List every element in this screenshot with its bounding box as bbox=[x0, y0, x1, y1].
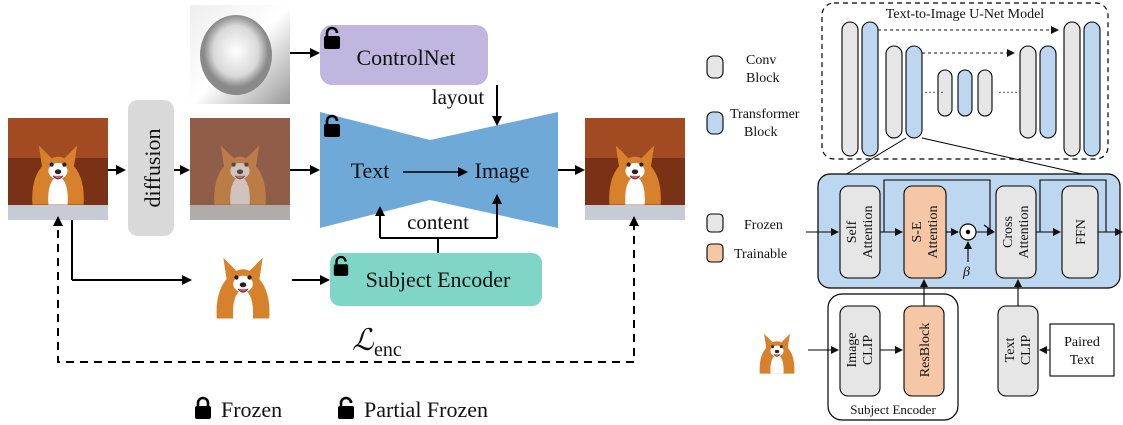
svg-text:CLIP: CLIP bbox=[1019, 335, 1034, 366]
output-photo bbox=[585, 118, 685, 220]
unet-image-label: Image bbox=[475, 158, 530, 183]
svg-text:Block: Block bbox=[746, 71, 779, 86]
svg-text:Attention: Attention bbox=[861, 206, 876, 259]
subject-cutout-image bbox=[192, 236, 292, 332]
zoom-lines bbox=[839, 137, 1101, 179]
layout-label: layout bbox=[432, 85, 485, 109]
frozen-lock-icon bbox=[193, 396, 213, 420]
subject-encoder-label: Subject Encoder bbox=[366, 267, 511, 292]
legend-partial-frozen: Partial Frozen bbox=[364, 397, 488, 422]
svg-text:·····: ····· bbox=[924, 85, 944, 99]
svg-text:Text: Text bbox=[1070, 353, 1095, 368]
noisy-photo bbox=[190, 118, 290, 220]
diffusion-box: diffusion bbox=[128, 100, 174, 236]
svg-text:ResBlock: ResBlock bbox=[918, 323, 933, 377]
subject-thumbnail bbox=[746, 318, 806, 382]
svg-text:Trainable: Trainable bbox=[734, 247, 787, 262]
loss-dashed-path bbox=[57, 222, 635, 363]
partial-frozen-lock-icon bbox=[336, 396, 356, 420]
diffusion-label: diffusion bbox=[140, 128, 165, 207]
depth-map-image bbox=[190, 5, 290, 104]
right-legend bbox=[706, 55, 724, 263]
unet-title: Text-to-Image U-Net Model bbox=[886, 7, 1045, 22]
text-clip-block: Text CLIP Paired Text bbox=[997, 279, 1115, 397]
loss-label: ℒ enc bbox=[352, 324, 402, 361]
svg-text:Self: Self bbox=[845, 220, 860, 243]
svg-text:Transformer: Transformer bbox=[730, 107, 800, 122]
encoder-title: Subject Encoder bbox=[850, 402, 936, 417]
svg-text:Conv: Conv bbox=[746, 53, 776, 68]
unet-model-box: Text-to-Image U-Net Model ····· ····· bbox=[821, 2, 1109, 160]
input-photo bbox=[8, 118, 108, 220]
left-arrows bbox=[71, 48, 585, 285]
svg-text:enc: enc bbox=[374, 339, 402, 361]
svg-text:S-E: S-E bbox=[910, 222, 925, 243]
left-legend: Frozen Partial Frozen bbox=[193, 396, 488, 422]
svg-text:Paired: Paired bbox=[1064, 335, 1100, 350]
svg-text:Block: Block bbox=[744, 125, 777, 140]
svg-text:Text: Text bbox=[1003, 338, 1018, 363]
svg-text:CLIP: CLIP bbox=[861, 335, 876, 366]
svg-text:FFN: FFN bbox=[1074, 219, 1089, 245]
svg-text:·····: ····· bbox=[998, 85, 1018, 99]
svg-text:Attention: Attention bbox=[1017, 206, 1032, 259]
subject-encoder-panel: Image CLIP ResBlock Subject Encoder bbox=[808, 279, 959, 421]
svg-text:ℒ: ℒ bbox=[352, 324, 375, 357]
controlnet-box: ControlNet bbox=[320, 25, 488, 85]
beta-label: β bbox=[962, 265, 970, 280]
svg-text:Frozen: Frozen bbox=[744, 218, 783, 233]
unet-text-label: Text bbox=[351, 158, 390, 183]
svg-text:Attention: Attention bbox=[926, 206, 941, 259]
controlnet-label: ControlNet bbox=[357, 45, 456, 70]
svg-text:Cross: Cross bbox=[1001, 216, 1016, 248]
legend-frozen: Frozen bbox=[221, 397, 282, 422]
subject-encoder-box: Subject Encoder bbox=[330, 253, 542, 306]
content-label: content bbox=[407, 210, 469, 234]
transformer-block-panel: Self Attention S-E Attention Cross Atten… bbox=[806, 173, 1123, 289]
svg-text:Image: Image bbox=[845, 333, 860, 368]
